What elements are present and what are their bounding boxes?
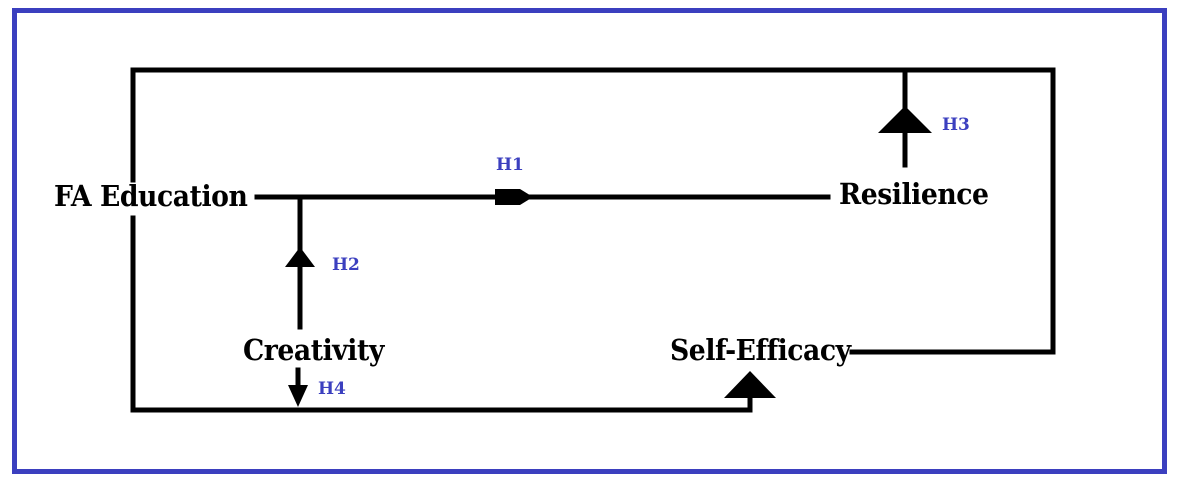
hypothesis-h3-label: H3: [942, 115, 970, 135]
h4-arrowhead: [288, 385, 308, 407]
diagram-frame: [12, 8, 1167, 474]
h2-arrowhead: [285, 247, 315, 267]
node-resilience: Resilience: [839, 177, 989, 211]
hypothesis-h1-label: H1: [496, 155, 524, 175]
node-self-efficacy: Self-Efficacy: [670, 333, 851, 367]
h3-arrowhead: [878, 106, 932, 133]
node-creativity: Creativity: [243, 333, 384, 367]
hypothesis-h2-label: H2: [332, 255, 360, 275]
hypothesis-h4-label: H4: [318, 379, 346, 399]
h1-arrowhead: [495, 189, 533, 205]
self-efficacy-arrowhead: [724, 371, 776, 398]
node-fa-education: FA Education: [54, 179, 248, 213]
